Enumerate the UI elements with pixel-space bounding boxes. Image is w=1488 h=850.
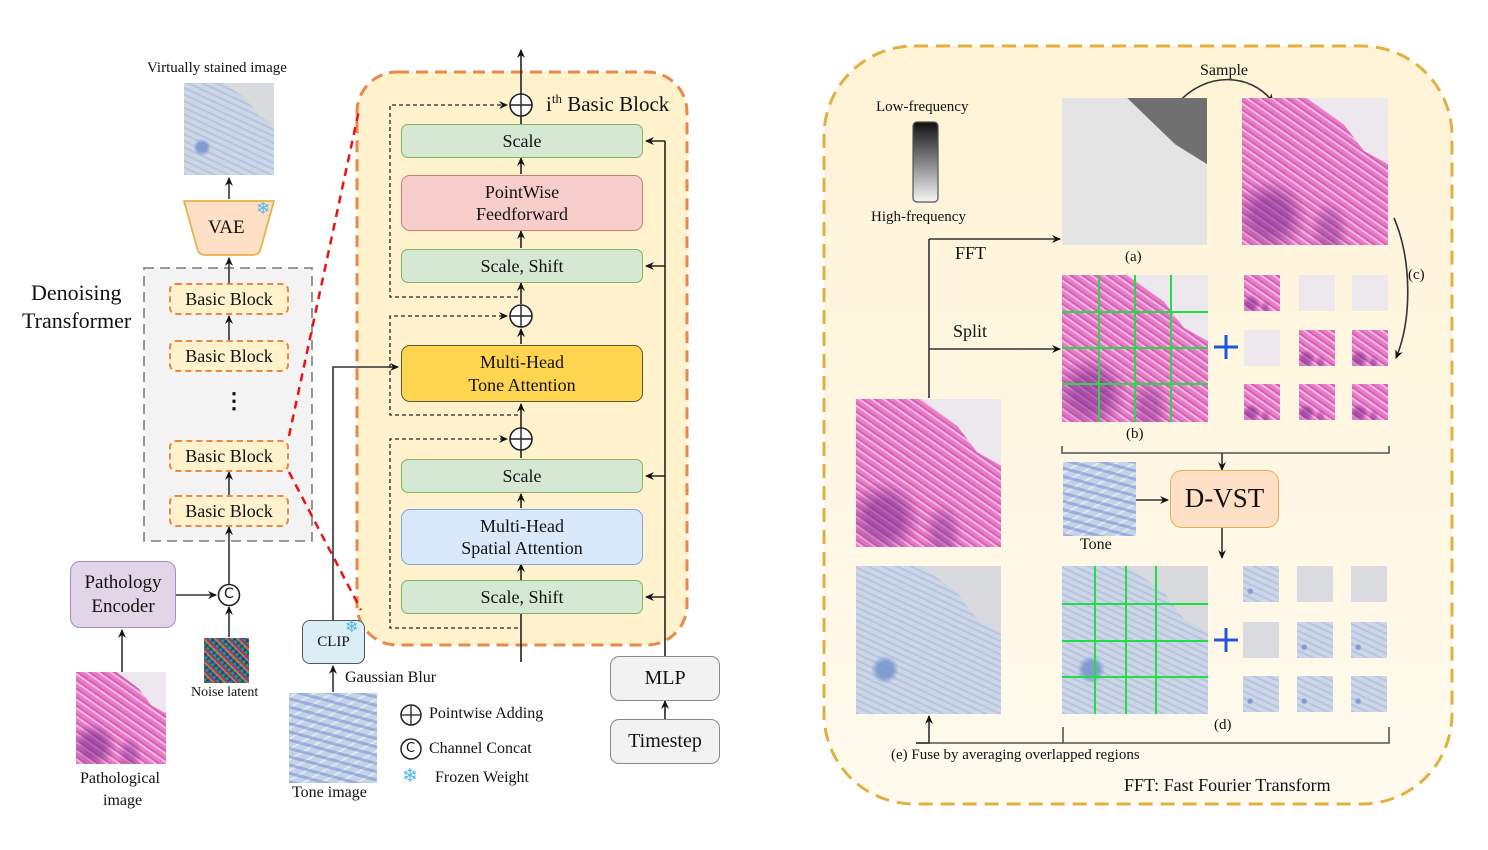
title-prefix: i (546, 92, 552, 116)
clip-block[interactable]: CLIP (302, 620, 365, 664)
fft-footnote: FFT: Fast Fourier Transform (1124, 775, 1331, 795)
mlp-block[interactable]: MLP (610, 656, 720, 701)
ihc-patch (1297, 676, 1333, 712)
caption-e: (e) Fuse by averaging overlapped regions (891, 747, 1140, 763)
scale-block-top[interactable]: Scale (401, 124, 643, 158)
ihc-patch (1297, 622, 1333, 658)
frequency-gradient-bar (912, 121, 939, 203)
ffn-line2: Feedforward (476, 204, 568, 224)
pathology-encoder-line2: Encoder (91, 595, 155, 617)
pathological-image (76, 672, 166, 764)
snowflake-icon: ❄ (345, 619, 359, 636)
spatial-attn-line1: Multi-Head (480, 515, 564, 536)
he-patch (1299, 384, 1335, 420)
he-patch (1244, 275, 1280, 311)
ellipsis: ⋮ (223, 388, 245, 413)
he-patch (1352, 275, 1388, 311)
basic-block-title: ith Basic Block (546, 92, 669, 115)
fused-output-image (856, 566, 1001, 714)
basic-block-3[interactable]: Basic Block (169, 440, 289, 472)
ffn-line1: PointWise (484, 181, 560, 202)
plus-icon-top (1214, 335, 1238, 359)
virtually-stained-image (184, 83, 274, 175)
tone-image-label: Tone image (292, 784, 367, 801)
basic-block-4[interactable]: Basic Block (169, 495, 289, 527)
split-label: Split (953, 321, 988, 341)
caption-c: (c) (1408, 267, 1425, 283)
source-he-image (856, 399, 1001, 547)
he-patch (1244, 384, 1280, 420)
split-grid-image (1062, 275, 1208, 422)
tone-image (289, 693, 377, 783)
scale-shift-block-top[interactable]: Scale, Shift (401, 249, 643, 283)
he-patch (1299, 275, 1335, 311)
basic-block-2[interactable]: Basic Block (169, 340, 289, 372)
legend-circle-c-icon (400, 738, 422, 760)
tone-attn-line1: Multi-Head (480, 352, 564, 372)
he-patch (1299, 330, 1335, 366)
tone-image-small (1063, 462, 1136, 536)
caption-d: (d) (1214, 717, 1232, 733)
caption-b: (b) (1126, 426, 1144, 442)
noise-latent-label: Noise latent (191, 685, 259, 700)
dvst-block[interactable]: D-VST (1170, 470, 1279, 528)
snowflake-icon: ❄ (256, 199, 271, 218)
pathological-image-label-line2: image (103, 792, 143, 809)
concat-symbol: C (224, 586, 234, 602)
he-patch (1352, 330, 1388, 366)
title-superscript: th (551, 91, 562, 106)
tone-attn-line2: Tone Attention (468, 374, 576, 395)
pathology-encoder-line1: Pathology (84, 571, 162, 593)
vae-label: VAE (208, 217, 245, 238)
he-patch (1352, 384, 1388, 420)
spatial-attn-line2: Spatial Attention (461, 538, 583, 558)
denoising-label-line1: Denoising (31, 280, 122, 305)
legend-c-glyph: C (406, 741, 416, 756)
denoising-label-line2: Transformer (22, 308, 132, 333)
spatial-attention-block[interactable]: Multi-Head Spatial Attention (401, 509, 643, 565)
tone-label: Tone (1080, 536, 1112, 553)
pointwise-feedforward-block[interactable]: PointWise Feedforward (401, 175, 643, 231)
split-output-grid-image (1062, 566, 1208, 714)
ihc-patch (1243, 622, 1279, 658)
pathological-image-label-line1: Pathological (80, 770, 160, 787)
scale-block-bottom[interactable]: Scale (401, 459, 643, 493)
fft-label: FFT (955, 243, 987, 263)
vae-shape (183, 200, 275, 256)
low-frequency-label: Low-frequency (876, 99, 969, 115)
ihc-patch (1351, 566, 1387, 602)
zoom-line-bottom (287, 471, 363, 611)
legend-snowflake-icon: ❄ (402, 766, 418, 787)
ihc-patch (1351, 676, 1387, 712)
virtually-stained-label: Virtually stained image (147, 60, 287, 76)
frequency-map-image (1062, 98, 1207, 245)
ihc-patch (1243, 676, 1279, 712)
legend-circle-plus-icon (400, 704, 422, 726)
add-circle-middle (509, 304, 533, 328)
caption-a: (a) (1125, 249, 1142, 265)
legend-pointwise-adding: Pointwise Adding (429, 705, 544, 722)
title-suffix: Basic Block (561, 92, 670, 116)
pathology-encoder[interactable]: Pathology Encoder (70, 561, 176, 628)
noise-latent-image (204, 638, 249, 683)
legend-channel-concat: Channel Concat (429, 740, 532, 757)
concat-circle (217, 583, 241, 607)
legend-frozen-weight: Frozen Weight (435, 769, 529, 786)
timestep-block[interactable]: Timestep (610, 719, 720, 764)
plus-icon-bottom (1214, 628, 1238, 652)
ihc-patch (1243, 566, 1279, 602)
he-patch (1244, 330, 1280, 366)
sampled-patches-image (1242, 98, 1388, 245)
sample-label: Sample (1200, 62, 1248, 79)
add-circle-bottom (509, 427, 533, 451)
high-frequency-label: High-frequency (871, 209, 966, 225)
ihc-patch (1351, 622, 1387, 658)
tone-attention-block[interactable]: Multi-Head Tone Attention (401, 345, 643, 402)
basic-block-1[interactable]: Basic Block (169, 283, 289, 315)
scale-shift-block-bottom[interactable]: Scale, Shift (401, 580, 643, 614)
gaussian-blur-label: Gaussian Blur (345, 669, 437, 686)
add-circle-top (509, 93, 533, 117)
ihc-patch (1297, 566, 1333, 602)
